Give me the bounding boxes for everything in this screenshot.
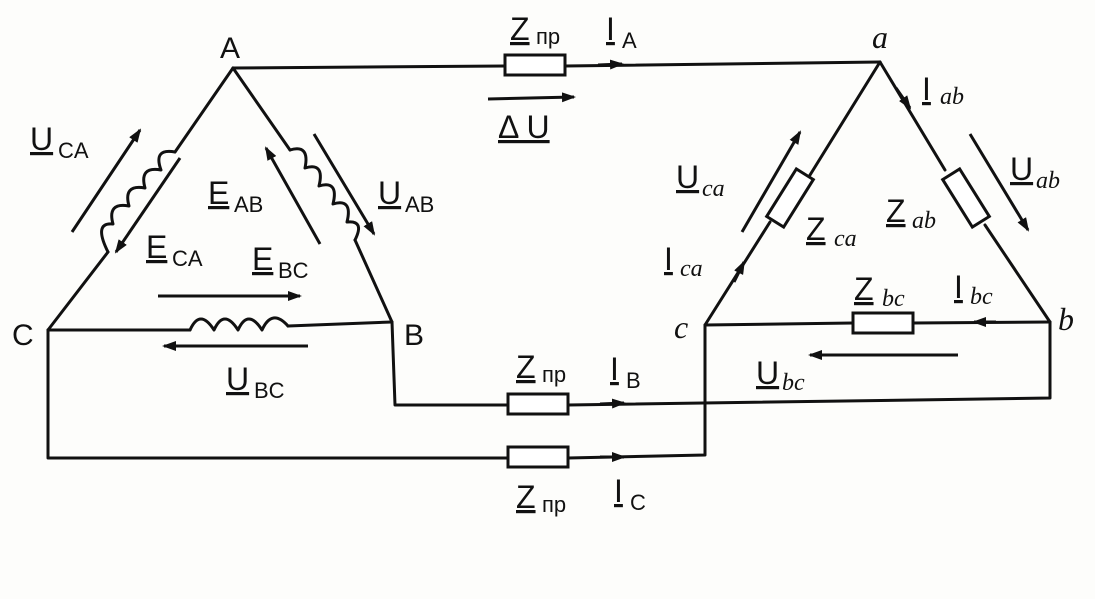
- i-bc-sub: bc: [970, 284, 993, 310]
- node-c: c: [674, 309, 688, 345]
- source-coil-ab: [288, 147, 361, 242]
- i-A-main: I: [606, 11, 615, 47]
- source-coil-ca: [100, 149, 177, 254]
- i-B-sub: B: [626, 368, 641, 393]
- arrow-i-B: [599, 398, 626, 409]
- i-ca-main: I: [664, 241, 673, 277]
- u-CA-sub: CA: [58, 138, 89, 163]
- load-triangle: [703, 60, 1052, 335]
- z-line-mid-sub: пр: [542, 362, 566, 387]
- z-line-mid-main: Z: [516, 349, 536, 385]
- u-ab-sub: ab: [1036, 168, 1060, 194]
- arrow-u-ca: [740, 130, 802, 233]
- delta-u-label: Δ U: [498, 109, 550, 145]
- u-ab-main: U: [1010, 151, 1033, 187]
- source-wire-cb: [46, 320, 394, 332]
- e-AB-sub: AB: [234, 192, 263, 217]
- u-AB-sub: AB: [405, 192, 434, 217]
- line-wires: [46, 53, 1052, 469]
- u-bc-sub: bc: [782, 370, 805, 396]
- z-bc-main: Z: [854, 271, 874, 307]
- load-resistor-ab: [940, 166, 992, 230]
- load-resistor-bc: [851, 311, 915, 335]
- arrow-delta-u: [487, 92, 576, 103]
- arrow-u-AB: [312, 133, 376, 236]
- line-resistor-C: [506, 445, 570, 469]
- source-coil-bc: [188, 316, 290, 332]
- z-ca-main: Z: [806, 211, 826, 247]
- wire-B-b: [390, 320, 1052, 407]
- load-wire-ab: [878, 60, 1052, 324]
- u-ca-main: U: [676, 159, 699, 195]
- arrow-u-CA: [70, 128, 142, 233]
- e-AB-main: E: [208, 175, 229, 211]
- i-B-main: I: [610, 351, 619, 387]
- i-ab-main: I: [922, 71, 931, 107]
- arrow-i-ab: [894, 87, 912, 110]
- arrow-e-CA: [114, 157, 182, 254]
- source-triangle: [46, 66, 394, 332]
- e-CA-main: E: [146, 229, 167, 265]
- u-ca-sub: ca: [702, 176, 725, 202]
- u-bc-main: U: [756, 355, 779, 391]
- load-resistor-ca: [764, 166, 816, 230]
- i-C-sub: C: [630, 490, 646, 515]
- z-ab-main: Z: [886, 193, 906, 229]
- u-BC-sub: BC: [254, 378, 285, 403]
- arrow-i-A: [597, 59, 624, 70]
- z-line-bot-main: Z: [516, 479, 536, 515]
- z-line-bot-sub: пр: [542, 492, 566, 517]
- u-CA-main: U: [30, 121, 53, 157]
- z-ab-sub: ab: [912, 208, 936, 234]
- i-ab-sub: ab: [940, 84, 964, 110]
- e-CA-sub: CA: [172, 246, 203, 271]
- i-ca-sub: ca: [680, 256, 703, 282]
- line-resistor-B: [506, 392, 570, 416]
- source-wire-ac: [46, 66, 235, 332]
- u-BC-main: U: [226, 361, 249, 397]
- i-A-sub: A: [622, 28, 637, 53]
- i-bc-main: I: [954, 269, 963, 305]
- z-line-top-sub: пр: [536, 24, 560, 49]
- source-wire-ab: [231, 66, 394, 324]
- z-ca-sub: ca: [834, 226, 857, 252]
- arrow-i-ca: [732, 260, 746, 283]
- arrow-e-AB: [264, 146, 322, 245]
- node-A: A: [220, 32, 240, 65]
- node-C: C: [12, 319, 34, 352]
- voltage-arrows: [70, 128, 1030, 360]
- u-AB-main: U: [378, 175, 401, 211]
- node-a: a: [872, 19, 888, 55]
- e-BC-sub: BC: [278, 258, 309, 283]
- node-b: b: [1058, 301, 1074, 337]
- z-bc-sub: bc: [882, 286, 905, 312]
- node-B: B: [404, 319, 424, 352]
- arrow-u-ab: [968, 133, 1030, 232]
- wire-C-c: [46, 323, 707, 460]
- z-line-top-main: Z: [510, 11, 530, 47]
- i-C-main: I: [614, 473, 623, 509]
- line-resistor-A: [503, 53, 567, 77]
- e-BC-main: E: [252, 241, 273, 277]
